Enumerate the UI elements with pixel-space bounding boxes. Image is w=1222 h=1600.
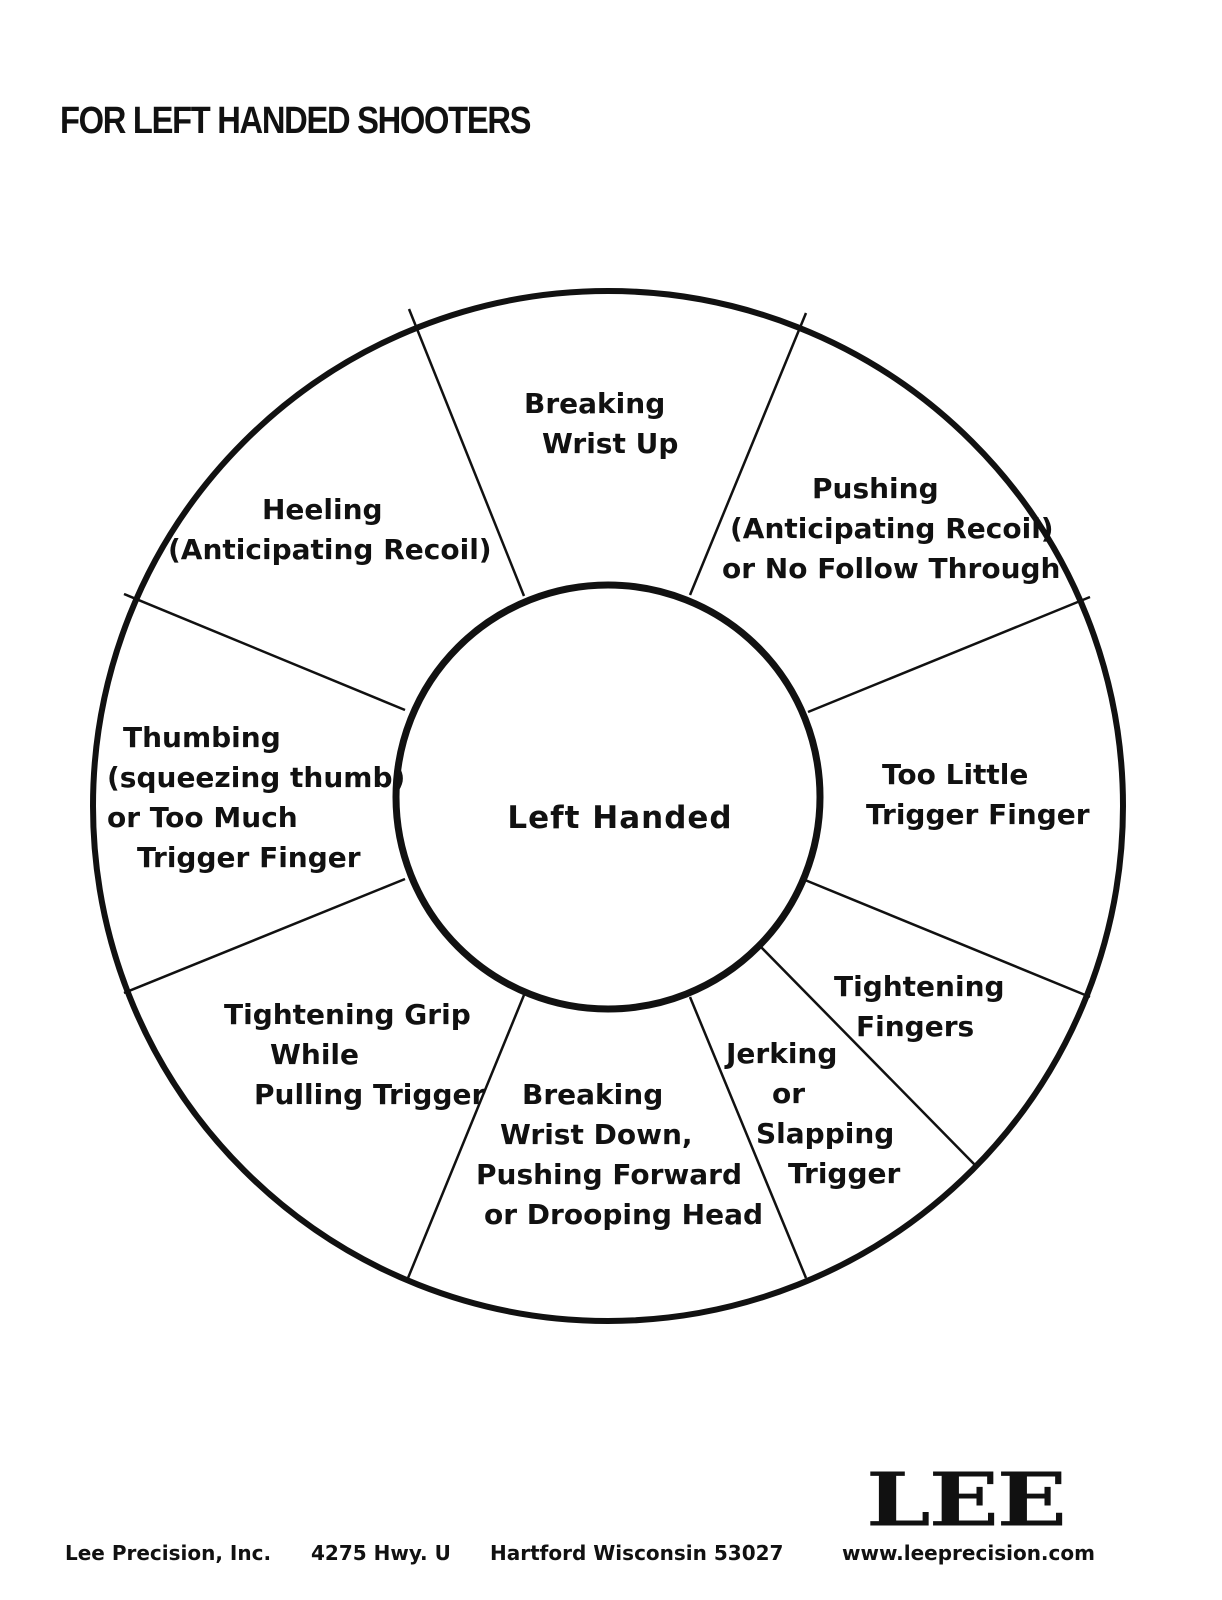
segment-line: (Anticipating Recoil) — [168, 533, 492, 566]
segment-line: (squeezing thumb) — [107, 761, 406, 794]
segment-line: Slapping — [756, 1117, 895, 1150]
segment-line: Jerking — [726, 1037, 838, 1070]
divider-line — [807, 595, 1091, 714]
segment-line: Wrist Down, — [500, 1118, 693, 1151]
footer-city: Hartford Wisconsin 53027 — [490, 1541, 784, 1565]
segment-line: Heeling — [262, 493, 383, 526]
center-circle — [392, 581, 824, 1013]
segment-tightening-grip: Tightening Grip While Pulling Trigger — [224, 995, 485, 1115]
segment-line: or — [772, 1077, 806, 1110]
segment-heeling: Heeling (Anticipating Recoil) — [168, 490, 492, 570]
segment-line: (Anticipating Recoil) — [730, 512, 1054, 545]
segment-line: Trigger Finger — [137, 841, 361, 874]
segment-line: Wrist Up — [542, 427, 679, 460]
segment-line: Pulling Trigger — [254, 1078, 486, 1111]
segment-line: Fingers — [856, 1010, 975, 1043]
segment-line: Breaking — [522, 1078, 664, 1111]
lee-logo: LEE — [866, 1456, 1067, 1544]
divider-line — [688, 996, 808, 1279]
segment-line: Tightening Grip — [224, 998, 471, 1031]
segment-line: Trigger — [788, 1157, 901, 1190]
footer-company: Lee Precision, Inc. — [65, 1541, 272, 1565]
segment-line: or Too Much — [107, 801, 298, 834]
segment-breaking-wrist-up: Breaking Wrist Up — [524, 384, 678, 464]
center-label: Left Handed — [507, 800, 733, 836]
segment-breaking-wrist-down: Breaking Wrist Down, Pushing Forward or … — [476, 1075, 763, 1235]
segment-line: Pushing Forward — [476, 1158, 743, 1191]
segment-line: Too Little — [882, 758, 1029, 791]
segment-jerking: Jerking or Slapping Trigger — [726, 1034, 900, 1194]
divider-line — [804, 878, 1091, 999]
segment-line: or Drooping Head — [484, 1198, 764, 1231]
segment-line: Pushing — [812, 472, 939, 505]
segment-line: Trigger Finger — [866, 798, 1090, 831]
segment-pushing: Pushing (Anticipating Recoil) or No Foll… — [722, 469, 1060, 589]
segment-line: Tightening — [834, 970, 1005, 1003]
divider-line — [688, 312, 808, 596]
divider-line — [406, 994, 526, 1279]
footer-website: www.leeprecision.com — [842, 1541, 1095, 1565]
divider-line — [759, 945, 976, 1166]
page-title: FOR LEFT HANDED SHOOTERS — [60, 100, 531, 142]
segment-too-little-trigger-finger: Too Little Trigger Finger — [866, 755, 1090, 835]
segment-thumbing: Thumbing (squeezing thumb) or Too Much T… — [107, 718, 405, 878]
outer-ring — [90, 288, 1126, 1324]
segment-line: Breaking — [524, 387, 666, 420]
segment-line: or No Follow Through — [722, 552, 1061, 585]
footer-street: 4275 Hwy. U — [311, 1541, 451, 1565]
divider-line — [407, 308, 526, 597]
divider-line — [123, 592, 406, 712]
segment-line: While — [270, 1038, 360, 1071]
segment-tightening-fingers: Tightening Fingers — [834, 967, 1005, 1047]
divider-line — [123, 877, 406, 995]
segment-line: Thumbing — [123, 721, 281, 754]
